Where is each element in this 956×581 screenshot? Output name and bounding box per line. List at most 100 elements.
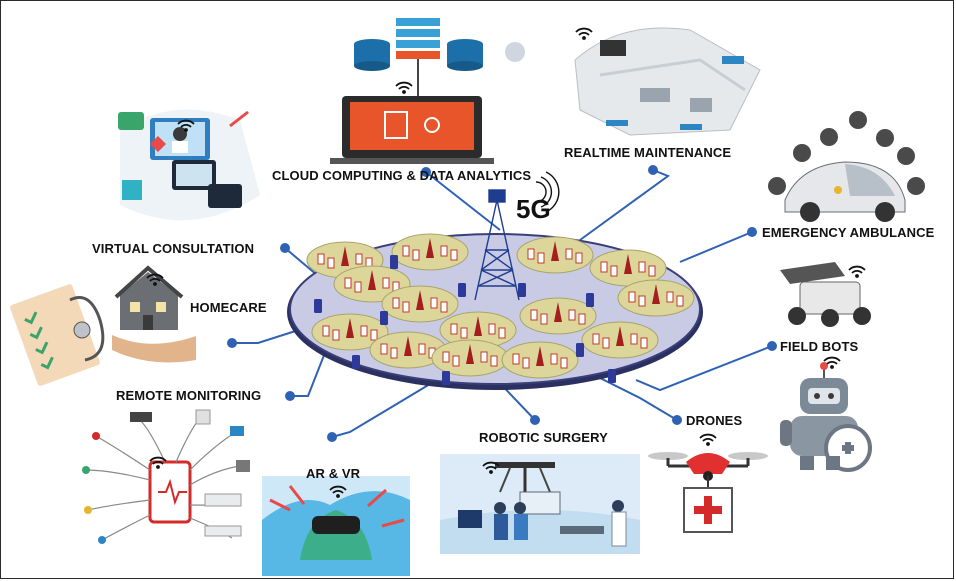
device-icon xyxy=(317,253,325,265)
device-icon xyxy=(382,277,390,289)
device-icon xyxy=(430,297,438,309)
device-icon xyxy=(550,353,558,365)
device-icon xyxy=(460,327,468,339)
device-icon xyxy=(522,357,530,369)
mobile-device-icon xyxy=(518,283,526,297)
dot-realtime xyxy=(648,165,658,175)
cell-tower-icon xyxy=(368,270,376,290)
label-virtual-consultation: VIRTUAL CONSULTATION xyxy=(92,241,255,256)
device-icon xyxy=(480,351,488,363)
hospital-floor-plan-icon xyxy=(574,27,761,136)
cell-tower-icon xyxy=(466,344,474,364)
label-robotic-surgery: ROBOTIC SURGERY xyxy=(479,430,608,445)
connector-fieldbots xyxy=(635,345,773,392)
device-icon xyxy=(450,249,458,261)
device-icon xyxy=(560,357,568,369)
device-icon xyxy=(610,265,618,277)
cell-group xyxy=(306,233,695,385)
device-icon xyxy=(630,333,638,345)
device-icon xyxy=(402,245,410,257)
cell-tower-icon xyxy=(346,318,354,338)
cloud-server-laptop-icon xyxy=(330,18,525,164)
cell-tower-icon xyxy=(536,346,544,366)
device-icon xyxy=(628,291,636,303)
house-and-stethoscope-icon xyxy=(10,265,196,386)
label-homecare: HOMECARE xyxy=(190,300,267,315)
mobile-device-icon xyxy=(390,255,398,269)
dot-arvr xyxy=(327,432,337,442)
mobile-device-icon xyxy=(442,371,450,385)
device-icon xyxy=(402,301,410,313)
device-icon xyxy=(565,248,573,260)
device-icon xyxy=(332,329,340,341)
dot-surgery xyxy=(530,415,540,425)
wifi-icon xyxy=(177,119,195,132)
label-cloud-computing: CLOUD COMPUTING & DATA ANALYTICS xyxy=(272,168,532,183)
dot-emergency xyxy=(747,227,757,237)
device-icon xyxy=(666,291,674,303)
dot-drones xyxy=(672,415,682,425)
device-icon xyxy=(322,325,330,337)
dot-homecare xyxy=(227,338,237,348)
cell-tower-icon xyxy=(624,254,632,274)
autonomous-ambulance-car-icon xyxy=(768,111,925,222)
dot-virtual xyxy=(280,243,290,253)
wifi-icon xyxy=(482,461,500,474)
device-icon xyxy=(592,333,600,345)
wifi-icons xyxy=(146,27,866,498)
device-icon xyxy=(380,343,388,355)
device-icon xyxy=(360,325,368,337)
device-icon xyxy=(452,355,460,367)
connector-cloud xyxy=(425,171,501,231)
cell-tower-icon xyxy=(551,241,559,261)
device-icon xyxy=(490,355,498,367)
wifi-icon xyxy=(146,273,164,286)
dot-fieldbots xyxy=(767,341,777,351)
wifi-icon xyxy=(823,356,841,369)
device-icon xyxy=(578,313,586,325)
cell-tower-icon xyxy=(652,284,660,304)
wifi-icon xyxy=(575,27,593,40)
cell-tower-icon xyxy=(341,246,349,266)
device-icon xyxy=(648,265,656,277)
device-icon xyxy=(602,337,610,349)
vr-headset-icon xyxy=(262,476,410,576)
device-icon xyxy=(540,313,548,325)
connector-arvr xyxy=(331,371,451,438)
device-icon xyxy=(676,295,684,307)
medical-drone-icon xyxy=(648,452,768,533)
device-icon xyxy=(354,281,362,293)
mobile-device-icon xyxy=(608,369,616,383)
label-drones: DRONES xyxy=(686,413,743,428)
wearable-sensors-icon xyxy=(82,409,250,544)
device-icon xyxy=(638,295,646,307)
connector-realtime xyxy=(579,169,671,241)
device-icon xyxy=(568,309,576,321)
mobile-device-icon xyxy=(458,283,466,297)
mobile-device-icon xyxy=(352,355,360,369)
device-icon xyxy=(440,245,448,257)
mobile-device-icon xyxy=(314,299,322,313)
cell-tower-icon xyxy=(616,326,624,346)
label-remote-monitoring: REMOTE MONITORING xyxy=(116,388,262,403)
device-icon xyxy=(418,343,426,355)
device-icon xyxy=(344,277,352,289)
device-icon xyxy=(498,327,506,339)
wifi-icon xyxy=(149,456,167,469)
mobile-device-icon xyxy=(380,311,388,325)
connector-drones xyxy=(599,377,678,421)
device-icon xyxy=(412,249,420,261)
connector-remote xyxy=(290,339,331,397)
cell-tower-icon xyxy=(416,290,424,310)
device-icon xyxy=(527,248,535,260)
device-icon xyxy=(600,261,608,273)
device-icon xyxy=(392,297,400,309)
wifi-icon xyxy=(395,81,413,94)
label-emergency-ambulance: EMERGENCY AMBULANCE xyxy=(762,225,935,240)
wifi-icon xyxy=(699,433,717,446)
device-icon xyxy=(530,309,538,321)
wifi-icon xyxy=(329,485,347,498)
device-icon xyxy=(488,323,496,335)
device-icon xyxy=(537,252,545,264)
